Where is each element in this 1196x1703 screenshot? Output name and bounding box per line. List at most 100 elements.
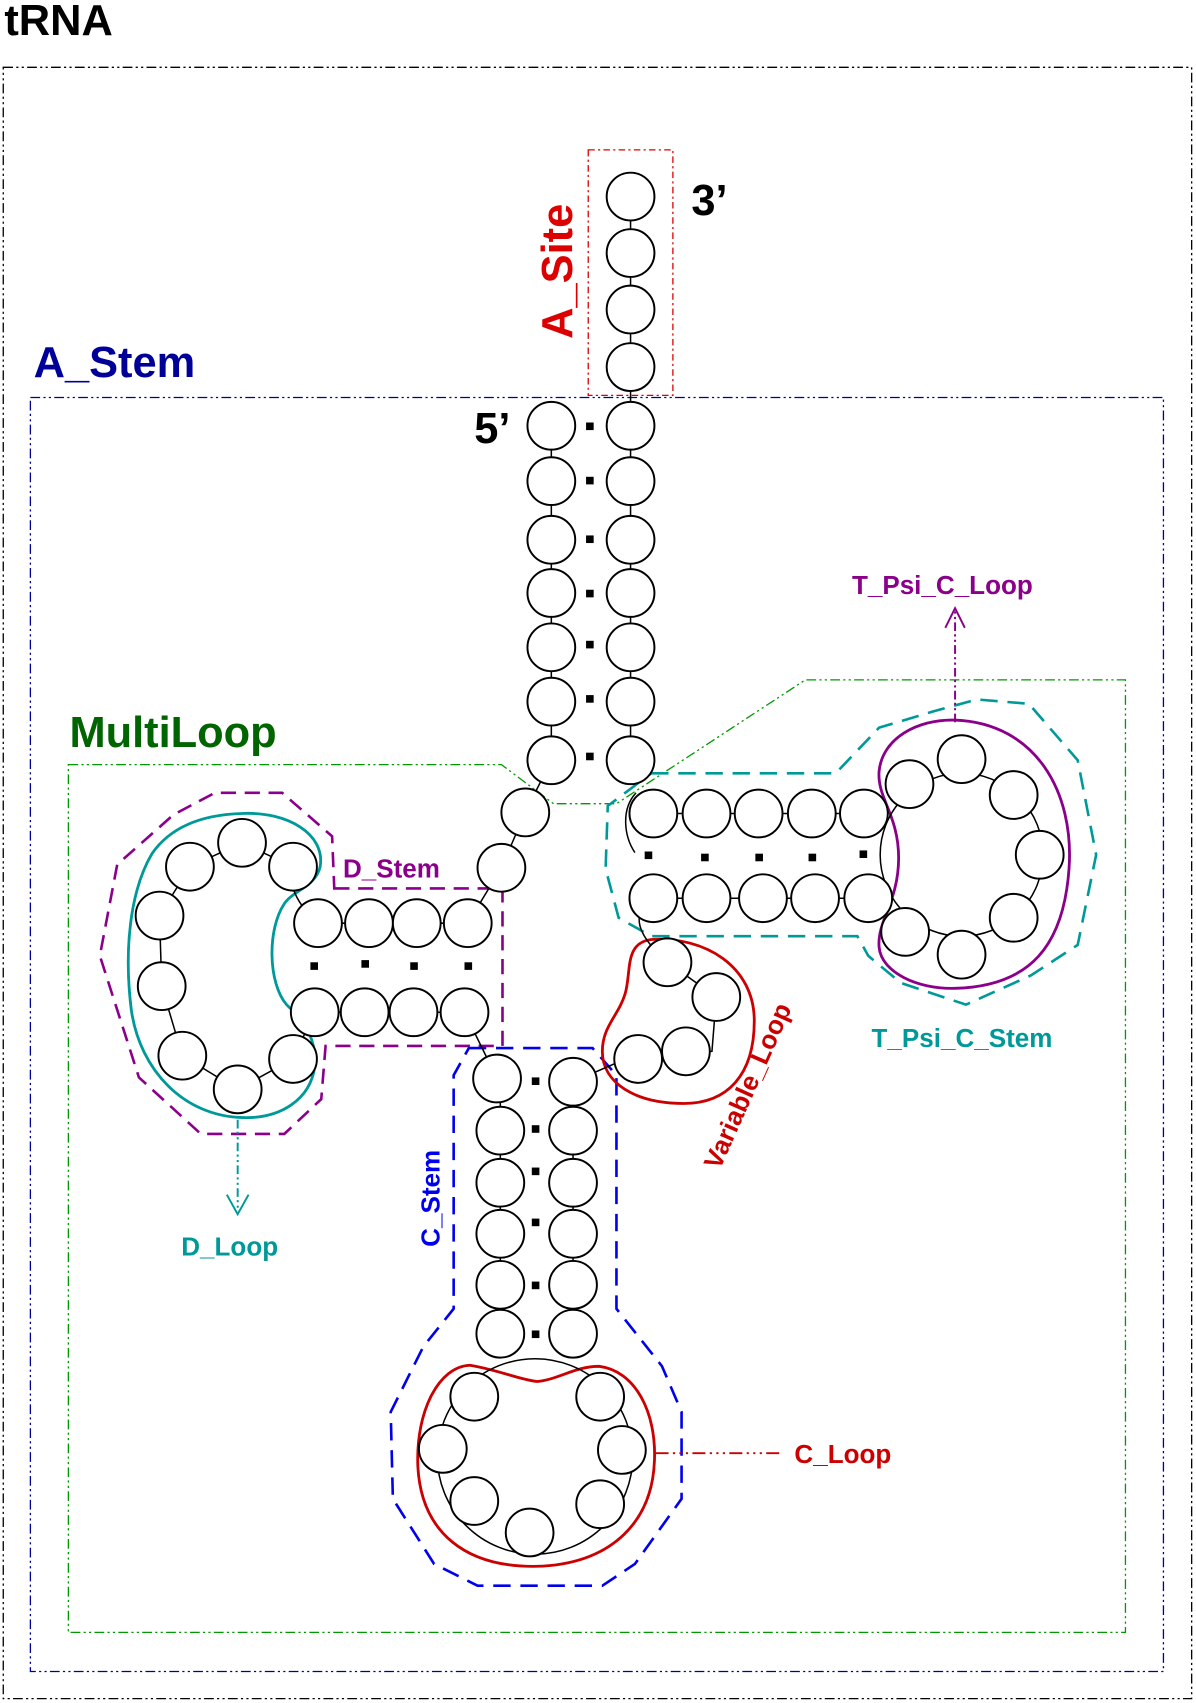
d-stem-label: D_Stem: [343, 854, 440, 884]
nucleotide: [575, 1479, 626, 1530]
nucleotide: [526, 676, 577, 727]
d-loop-label: D_Loop: [181, 1232, 278, 1262]
nucleotide: [548, 1208, 598, 1259]
diagram-title: tRNA: [4, 0, 112, 45]
nucleotide: [733, 788, 784, 839]
nucleotide: [605, 622, 656, 673]
nucleotide: [476, 842, 527, 893]
variable-loop-label: Variable_Loop: [698, 998, 798, 1173]
nucleotide: [661, 1026, 711, 1077]
nucleotide: [1014, 829, 1065, 880]
base-pair-mark: [310, 962, 318, 970]
t-psi-c-stem-base-pairs: [644, 850, 868, 862]
base-pair-mark: [586, 422, 594, 431]
nucleotide: [790, 873, 840, 924]
nucleotide: [439, 987, 490, 1038]
nucleotide: [212, 1064, 263, 1115]
nucleotide: [136, 961, 187, 1012]
base-pair-mark: [755, 853, 763, 862]
nucleotide: [388, 987, 439, 1038]
base-pair-mark: [586, 589, 594, 598]
nucleotide: [605, 514, 656, 565]
nucleotide: [339, 987, 390, 1038]
a-site-label: A_Site: [534, 204, 582, 339]
multiloop-region-box: [67, 679, 1127, 1634]
nucleotide: [526, 735, 577, 786]
junction-nucleotides: [476, 787, 551, 893]
c-loop-outline: [416, 1363, 656, 1568]
base-pair-mark: [464, 962, 473, 970]
nucleotide: [605, 676, 656, 727]
base-pair-mark: [586, 535, 594, 544]
nucleotide: [880, 906, 930, 957]
nucleotide: [526, 400, 577, 451]
nucleotide: [504, 1507, 555, 1558]
nucleotide: [526, 456, 577, 507]
nucleotide: [449, 1371, 500, 1422]
base-pair-mark: [531, 1167, 540, 1176]
c-stem-base-pairs: [531, 1077, 540, 1339]
nucleotide: [500, 787, 551, 838]
nucleotide: [475, 1157, 526, 1208]
t-psi-c-stem-label: T_Psi_C_Stem: [871, 1023, 1052, 1053]
a-stem-region-box: [29, 396, 1165, 1673]
five-prime-label: 5’: [474, 405, 510, 453]
nucleotide: [628, 788, 679, 839]
c-stem-outline: [389, 1046, 683, 1588]
nucleotide: [268, 841, 318, 892]
base-pair-mark: [586, 640, 594, 649]
nucleotide: [134, 890, 185, 941]
nucleotide: [605, 400, 656, 451]
nucleotide: [289, 987, 340, 1038]
nucleotide: [738, 873, 788, 924]
d-stem-base-pairs: [310, 960, 473, 970]
c-stem-label: C_Stem: [416, 1150, 446, 1247]
d-loop-pointer-arrow: [225, 1119, 250, 1217]
nucleotide: [605, 284, 656, 335]
nucleotide: [526, 514, 577, 565]
nucleotide: [936, 929, 987, 980]
nucleotide: [691, 972, 742, 1022]
nucleotide: [605, 735, 656, 786]
nucleotide: [884, 759, 935, 810]
a-stem-base-pairs: [586, 422, 594, 761]
nucleotide: [628, 873, 679, 924]
variable-loop-nucleotides: [613, 937, 742, 1084]
nucleotide: [936, 734, 987, 785]
t-psi-c-loop-nucleotides: [880, 734, 1065, 980]
base-pair-mark: [586, 476, 594, 485]
t-psi-c-stem-outline: [604, 698, 1098, 1007]
nucleotide: [391, 898, 442, 949]
base-pair-mark: [701, 853, 709, 862]
t-psi-c-loop-pointer-arrow: [944, 606, 966, 723]
nucleotide: [548, 1259, 598, 1310]
base-pair-mark: [586, 752, 594, 761]
t-psi-c-loop-outline: [877, 718, 1071, 990]
base-pair-mark: [361, 960, 370, 968]
t-psi-c-loop-label: T_Psi_C_Loop: [852, 570, 1033, 600]
variable-loop-outline: [600, 937, 756, 1105]
nucleotide: [605, 342, 656, 392]
base-pair-mark: [531, 1125, 540, 1133]
nucleotide: [681, 873, 732, 924]
nucleotide: [548, 1308, 598, 1359]
base-pair-mark: [531, 1330, 540, 1339]
d-loop-nucleotides: [134, 817, 318, 1115]
multiloop-label: MultiLoop: [69, 709, 276, 757]
base-pair-mark: [410, 962, 418, 970]
nucleotide: [449, 1476, 500, 1526]
nucleotide: [475, 1208, 526, 1259]
nucleotide: [988, 892, 1039, 943]
nucleotide: [344, 898, 394, 949]
nucleotide: [165, 841, 215, 892]
nucleotide: [605, 171, 656, 222]
nucleotide: [157, 1030, 208, 1081]
nucleotide: [548, 1157, 598, 1208]
nucleotide: [442, 898, 493, 949]
d-stem-nucleotides: [289, 898, 493, 1038]
nucleotide: [475, 1259, 526, 1310]
nucleotide: [988, 770, 1039, 820]
nucleotide: [268, 1034, 318, 1084]
nucleotide: [605, 456, 656, 507]
